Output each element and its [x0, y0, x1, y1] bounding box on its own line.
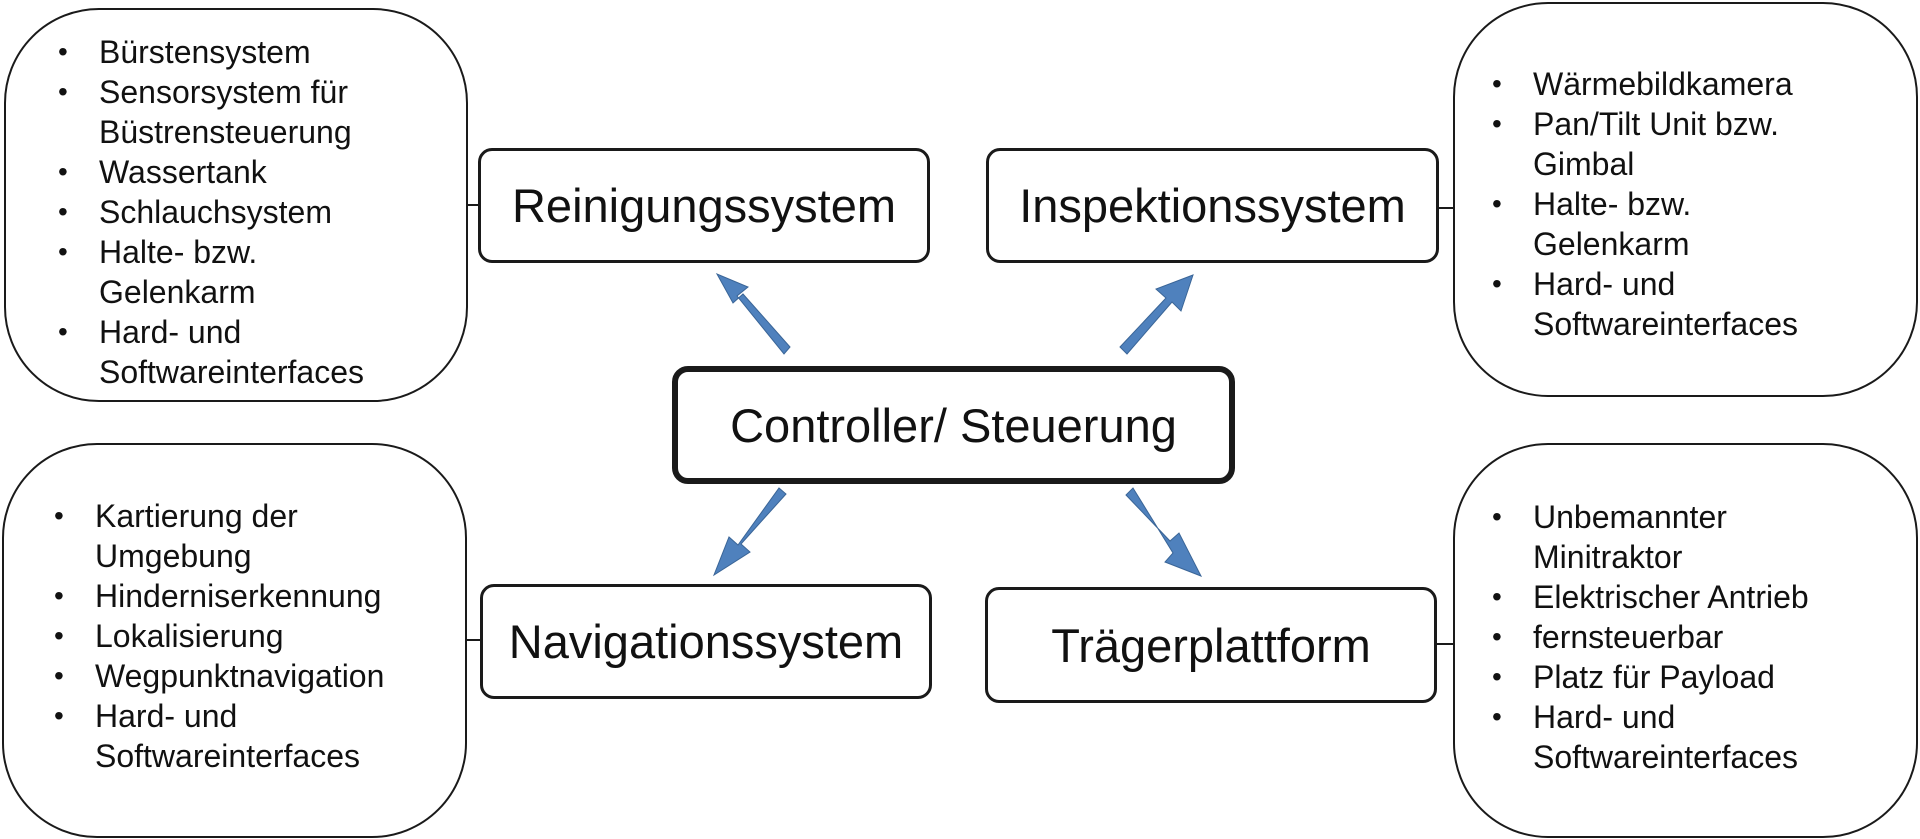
bullet-item: Lokalisierung — [54, 616, 384, 656]
bullet-item: Platz für Payload — [1492, 657, 1809, 697]
bullet-item: Halte- bzw. Gelenkarm — [58, 232, 364, 312]
bullet-text: fernsteuerbar — [1533, 619, 1724, 655]
bullet-text: Bürstensystem — [99, 34, 311, 70]
bullet-text: Hinderniserkennung — [95, 578, 382, 614]
arrow-to-inspection — [1119, 274, 1194, 355]
bullet-text: Softwareinterfaces — [95, 738, 361, 774]
bullet-text: Hard- und — [1533, 699, 1676, 735]
bullet-text: Softwareinterfaces — [1533, 306, 1799, 342]
bullet-item: Bürstensystem — [58, 32, 364, 72]
controller-label: Controller/ Steuerung — [730, 398, 1177, 452]
bullet-item: Schlauchsystem — [58, 192, 364, 232]
inspection-system-box: Inspektionssystem — [986, 148, 1439, 263]
bullet-item: Wegpunktnavigation — [54, 656, 384, 696]
bullet-text: Unbemannter — [1533, 499, 1727, 535]
controller-box: Controller/ Steuerung — [672, 366, 1235, 484]
bullet-text: Minitraktor — [1533, 539, 1683, 575]
platform-label: Trägerplattform — [1051, 618, 1371, 672]
bullet-text: Lokalisierung — [95, 618, 284, 654]
bullet-text: Softwareinterfaces — [1533, 739, 1799, 775]
detail-list-platform: UnbemannterMinitraktorElektrischer Antri… — [1492, 497, 1809, 777]
bullet-text: Wegpunktnavigation — [95, 658, 385, 694]
bullet-text: Umgebung — [95, 538, 252, 574]
bullet-text: Gimbal — [1533, 146, 1635, 182]
cleaning-system-box: Reinigungssystem — [478, 148, 930, 263]
bullet-text: Kartierung der — [95, 498, 298, 534]
bullet-text: Elektrischer Antrieb — [1533, 579, 1809, 615]
arrow-to-platform — [1125, 487, 1203, 577]
bullet-text: Platz für Payload — [1533, 659, 1775, 695]
bullet-text: Gelenkarm — [99, 274, 256, 310]
bullet-text: Softwareinterfaces — [99, 354, 365, 390]
bullet-text: Pan/Tilt Unit bzw. — [1533, 106, 1780, 142]
bullet-text: Hard- und — [99, 314, 242, 350]
detail-box-cleaning: BürstensystemSensorsystem fürBüstrensteu… — [4, 8, 468, 402]
bullet-item: fernsteuerbar — [1492, 617, 1809, 657]
bullet-item: Wärmebildkamera — [1492, 64, 1798, 104]
bullet-text: Schlauchsystem — [99, 194, 332, 230]
bullet-item: Hinderniserkennung — [54, 576, 384, 616]
bullet-item: Halte- bzw. Gelenkarm — [1492, 184, 1798, 264]
bullet-text: Halte- bzw. — [1533, 186, 1692, 222]
detail-box-platform: UnbemannterMinitraktorElektrischer Antri… — [1453, 443, 1918, 838]
detail-list-inspection: WärmebildkameraPan/Tilt Unit bzw.GimbalH… — [1492, 64, 1798, 344]
bullet-text: Gelenkarm — [1533, 226, 1690, 262]
navigation-system-box: Navigationssystem — [480, 584, 932, 699]
bullet-item: Wassertank — [58, 152, 364, 192]
bullet-text: Hard- und — [95, 698, 238, 734]
bullet-item: Pan/Tilt Unit bzw. Gimbal — [1492, 104, 1798, 184]
platform-box: Trägerplattform — [985, 587, 1437, 703]
bullet-text: Sensorsystem für — [99, 74, 348, 110]
detail-list-navigation: Kartierung derUmgebungHinderniserkennung… — [54, 496, 384, 776]
detail-box-navigation: Kartierung derUmgebungHinderniserkennung… — [2, 443, 467, 838]
bullet-text: Hard- und — [1533, 266, 1676, 302]
inspection-system-label: Inspektionssystem — [1019, 179, 1406, 232]
detail-box-inspection: WärmebildkameraPan/Tilt Unit bzw.GimbalH… — [1453, 2, 1918, 397]
detail-list-cleaning: BürstensystemSensorsystem fürBüstrensteu… — [58, 32, 364, 392]
arrow-to-navigation — [712, 487, 787, 577]
cleaning-system-label: Reinigungssystem — [511, 179, 896, 232]
bullet-item: Elektrischer Antrieb — [1492, 577, 1809, 617]
bullet-text: Wassertank — [99, 154, 267, 190]
navigation-system-label: Navigationssystem — [508, 615, 904, 668]
bullet-text: Wärmebildkamera — [1533, 66, 1793, 102]
bullet-text: Halte- bzw. — [99, 234, 258, 270]
arrow-to-cleaning — [715, 272, 791, 355]
bullet-text: Büstrensteuerung — [99, 114, 352, 150]
